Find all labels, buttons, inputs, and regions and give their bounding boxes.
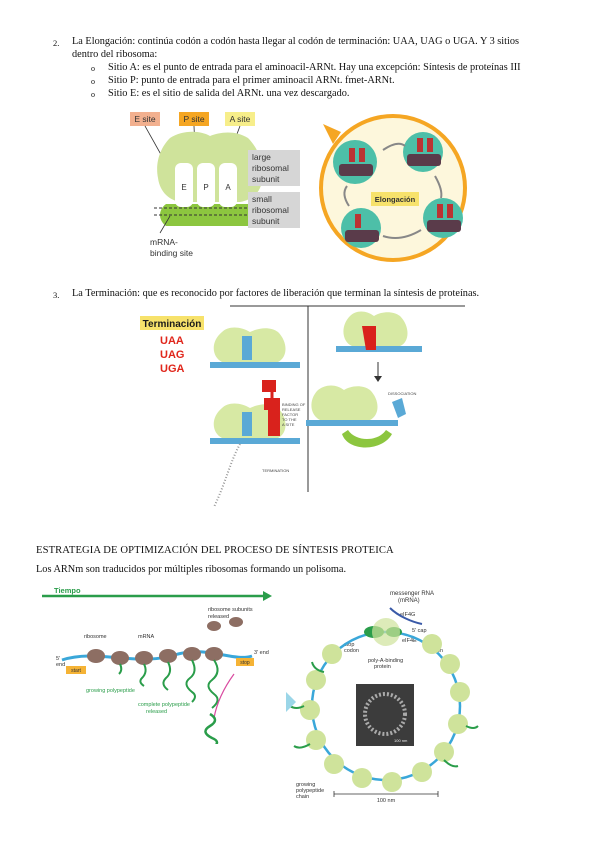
p-site-box	[179, 112, 209, 126]
elongation-label-box	[371, 192, 419, 206]
e-slot	[175, 163, 193, 207]
termination-title: Terminación	[143, 319, 202, 330]
termination-diagram: Terminación UAA UAG UGA BINDING OF RELEA…	[140, 305, 465, 508]
small-label-1: small	[252, 194, 272, 204]
eif4e-label: eIF4E	[402, 638, 417, 644]
codon-uag: UAG	[160, 349, 184, 361]
small-subunit-label-box	[248, 192, 300, 228]
bullet-p-site: Sitio P: punto de entrada para el primer…	[108, 75, 395, 86]
section-sentence: Los ARNm son traducidos por múltiples ri…	[36, 564, 347, 575]
scale-label: 100 nm	[377, 798, 396, 804]
termination-step-label: TERMINATION	[262, 468, 289, 473]
bullet-e-site: Sitio E: es el sitio de salida del ARNt.…	[108, 88, 350, 99]
item-3-number: 3.	[53, 290, 60, 300]
termination-title-box	[140, 316, 204, 330]
large-label-2: ribosomal	[252, 163, 289, 173]
e-site-box	[130, 112, 160, 126]
p-site-label: P site	[183, 114, 204, 124]
elongation-cycle-diagram: Elongación	[319, 114, 467, 262]
codon-uaa: UAA	[160, 335, 184, 347]
bullet-a-site: Sitio A: es el punto de entrada para el …	[108, 62, 521, 73]
large-label-3: subunit	[252, 174, 280, 184]
start-label: start	[71, 668, 81, 674]
item-2-number: 2.	[53, 38, 60, 48]
small-label-3: subunit	[252, 216, 280, 226]
slot-p-label: P	[203, 183, 208, 192]
item-2-line-2: dentro del ribosoma:	[72, 49, 158, 60]
a-site-box	[225, 112, 255, 126]
elongation-label: Elongación	[375, 195, 416, 204]
e-site-label: E site	[134, 114, 156, 124]
small-label-2: ribosomal	[252, 205, 289, 215]
ribosome-label: ribosome	[84, 634, 107, 640]
growing-polypeptide-label: growing polypeptide	[86, 688, 135, 694]
bullet-symbol: o	[91, 90, 95, 99]
stop-codon-label-2: codon	[344, 648, 359, 654]
a-slot	[219, 163, 237, 207]
tiempo-label: Tiempo	[54, 586, 81, 595]
polysome-circular-diagram: messenger RNA (mRNA) eIF4G 5' cap eIF4E …	[286, 591, 479, 804]
three-end-label: 3' end	[254, 650, 269, 656]
small-subunit	[160, 204, 266, 226]
binding-label-4: TO THE	[282, 417, 297, 422]
slot-a-label: A	[225, 183, 231, 192]
slot-e-label: E	[181, 183, 186, 192]
release-factor	[264, 398, 280, 436]
codon-uga: UGA	[160, 363, 185, 375]
dissociation-label: DISSOCIATION	[388, 391, 416, 396]
micrograph-scale-label: 100 nm	[394, 738, 408, 743]
bullet-symbol: o	[91, 64, 95, 73]
polya-label-2: protein	[374, 664, 391, 670]
subunits-label-2: released	[208, 614, 229, 620]
growing-chain-label-1: growing	[296, 782, 315, 788]
polysome-linear-diagram: Tiempo ribosome subunits released riboso…	[42, 586, 272, 744]
mrna-label: mRNA	[138, 634, 155, 640]
item-3-text: La Terminación: que es reconocido por fa…	[72, 288, 480, 299]
subunits-label-1: ribosome subunits	[208, 607, 253, 613]
mrna-site-label-1: mRNA-	[150, 237, 178, 247]
binding-label-3: FACTOR	[282, 412, 298, 417]
polya-label-1: poly-A-binding	[368, 658, 403, 664]
complete-polypeptide-label-2: released	[146, 709, 167, 715]
item-2-line-1: La Elongación: continúa codón a codón ha…	[72, 36, 520, 47]
mrna-site-label-2: binding site	[150, 248, 193, 258]
binding-label-1: BINDING OF	[282, 402, 306, 407]
growing-chain-label-2: polypeptide	[296, 788, 324, 794]
eif4g-label: eIF4G	[400, 612, 415, 618]
five-end-label-1: 5'	[56, 656, 60, 662]
bullet-symbol: o	[91, 77, 95, 86]
messenger-rna-label-1: messenger RNA	[390, 591, 434, 597]
binding-label-5: A SITE	[282, 422, 295, 427]
growing-chain-label-3: chain	[296, 794, 309, 800]
a-site-label: A site	[230, 114, 251, 124]
five-cap-label: 5' cap	[412, 628, 427, 634]
large-label-1: large	[252, 152, 271, 162]
binding-label-2: RELEASE	[282, 407, 301, 412]
stop-codon-label-1: stop	[344, 642, 354, 648]
complete-polypeptide-label-1: complete polypeptide	[138, 702, 190, 708]
large-subunit-label-box	[248, 150, 300, 186]
five-end-label-2: end	[56, 662, 65, 668]
ribosome-diagram: E site P site A site E P A mRNA- binding…	[130, 112, 300, 258]
section-heading: ESTRATEGIA DE OPTIMIZACIÓN DEL PROCESO D…	[36, 545, 394, 556]
messenger-rna-label-2: (mRNA)	[398, 598, 420, 604]
stop-label: stop	[240, 660, 250, 666]
p-slot	[197, 163, 215, 207]
